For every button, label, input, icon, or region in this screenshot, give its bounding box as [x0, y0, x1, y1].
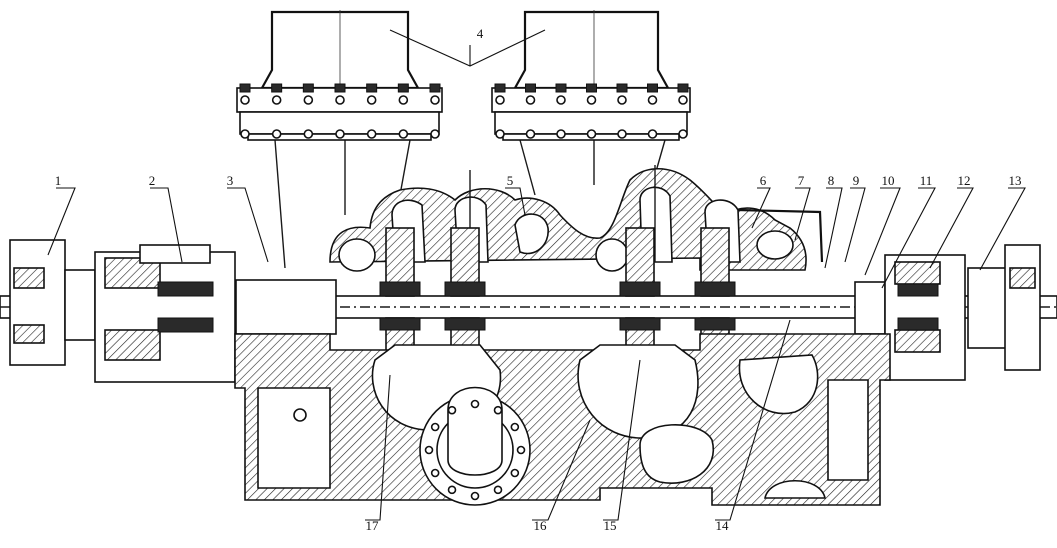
- volute-bolt-icon: [447, 405, 457, 415]
- bolt-head-icon: [334, 83, 346, 93]
- callout-labels: 1 2 3 4 5 6 7 8 9 10 11 12 13 17 16 15 1…: [55, 26, 1022, 533]
- bolt-icon: [495, 129, 505, 139]
- volute-bolts: [424, 399, 526, 501]
- bolt-head-icon: [271, 83, 283, 93]
- flange-bolts: [239, 83, 689, 139]
- bolt-icon: [430, 95, 440, 105]
- bolt-head-icon: [302, 83, 314, 93]
- label-1: 1: [55, 173, 62, 188]
- bolt-head-icon: [494, 83, 506, 93]
- bolt-icon: [271, 129, 282, 139]
- volute-bolt-icon: [470, 491, 480, 501]
- bolt-icon: [398, 95, 409, 105]
- lower-casing: [234, 333, 891, 506]
- label-8: 8: [828, 173, 835, 188]
- bolt-head-icon: [397, 83, 409, 93]
- bolt-icon: [271, 95, 282, 105]
- balance-pipe: [737, 208, 824, 263]
- label-4: 4: [477, 26, 484, 41]
- volute-bolt-icon: [510, 468, 520, 478]
- volute-bolt-icon: [430, 422, 440, 432]
- volute-bolt-icon: [516, 445, 526, 455]
- bolt-icon: [617, 95, 627, 105]
- label-6: 6: [760, 173, 767, 188]
- bolt-head-icon: [616, 83, 628, 93]
- impeller-hub: [444, 281, 486, 297]
- bolt-icon: [495, 95, 505, 105]
- label-3: 3: [227, 173, 234, 188]
- label-12: 12: [958, 173, 971, 188]
- label-7: 7: [798, 173, 805, 188]
- bolt-icon: [647, 129, 658, 139]
- volute-bolt-icon: [510, 422, 520, 432]
- label-2: 2: [149, 173, 156, 188]
- label-10: 10: [882, 173, 895, 188]
- bolt-icon: [586, 95, 597, 105]
- bolt-icon: [430, 129, 440, 139]
- impeller-hub: [379, 281, 421, 297]
- impeller-hub: [694, 281, 736, 297]
- bolt-icon: [678, 95, 688, 105]
- label-9: 9: [853, 173, 860, 188]
- leader-lines: [47, 29, 1026, 521]
- bolt-icon: [617, 129, 627, 139]
- label-15: 15: [604, 518, 617, 533]
- impeller-hub: [444, 317, 486, 331]
- bolt-icon: [366, 95, 377, 105]
- label-11: 11: [920, 173, 933, 188]
- bolt-icon: [525, 95, 536, 105]
- bolt-icon: [678, 129, 688, 139]
- bolt-icon: [366, 129, 377, 139]
- coupling-left: [9, 239, 96, 366]
- bolt-icon: [303, 129, 314, 139]
- impeller-hub: [379, 317, 421, 331]
- bolt-icon: [335, 129, 345, 139]
- label-5: 5: [507, 173, 514, 188]
- bolt-head-icon: [525, 83, 536, 93]
- bolt-icon: [556, 95, 566, 105]
- bolt-icon: [647, 95, 658, 105]
- volute-bolt-icon: [424, 445, 434, 455]
- impeller-hub: [694, 317, 736, 331]
- bolt-icon: [303, 95, 314, 105]
- coupling-right: [967, 244, 1041, 371]
- volute-bolt-icon: [430, 468, 440, 478]
- bolt-head-icon: [555, 83, 567, 93]
- bolt-head-icon: [647, 83, 658, 93]
- bolt-icon: [335, 95, 345, 105]
- bearing-housing-left: [94, 244, 236, 383]
- bolt-head-icon: [677, 83, 689, 93]
- volute-bolt-icon: [470, 399, 480, 409]
- label-13: 13: [1009, 173, 1022, 188]
- bolt-icon: [556, 129, 566, 139]
- label-14: 14: [716, 518, 730, 533]
- label-17: 17: [366, 518, 380, 533]
- bolt-icon: [398, 129, 409, 139]
- bolt-head-icon: [366, 83, 378, 93]
- bolt-icon: [240, 95, 250, 105]
- volute-bolt-icon: [493, 485, 503, 495]
- bolt-head-icon: [239, 83, 251, 93]
- impeller-hub: [619, 317, 661, 331]
- bearing-housing-right: [884, 254, 966, 381]
- bolt-head-icon: [586, 83, 597, 93]
- bolt-head-icon: [429, 83, 441, 93]
- volute-bolt-icon: [447, 485, 457, 495]
- bolt-icon: [525, 129, 536, 139]
- bolt-icon: [240, 129, 250, 139]
- shaft: [0, 279, 1057, 335]
- label-16: 16: [534, 518, 548, 533]
- volute-bolt-icon: [493, 405, 503, 415]
- impeller-hub: [619, 281, 661, 297]
- bolt-icon: [586, 129, 597, 139]
